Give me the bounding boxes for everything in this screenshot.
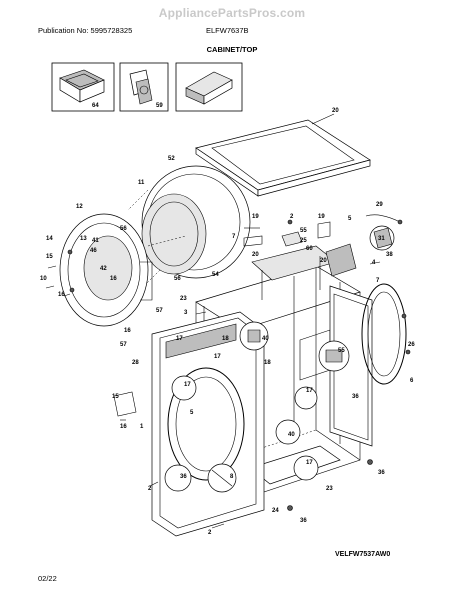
callout-23a: 23	[180, 296, 187, 302]
callout-56: 57	[156, 308, 163, 314]
callout-54: 56	[174, 276, 181, 282]
callout-16b: 16	[58, 292, 65, 298]
callout-24: 20	[332, 108, 339, 114]
callout-36a: 36	[180, 474, 187, 480]
callout-12: 12	[76, 204, 83, 210]
callout-18: 17	[214, 354, 221, 360]
callout-38a: 40	[262, 336, 269, 342]
drawing-code: VELFW7537AW0	[335, 551, 391, 558]
callout-25: 24	[272, 508, 279, 514]
callout-36d: 36	[352, 394, 359, 400]
callout-20: 18	[264, 360, 271, 366]
callout-6: 5	[190, 410, 194, 416]
callout-17c: 17	[306, 388, 313, 394]
callout-41: 42	[100, 266, 107, 272]
callout-42: 46	[90, 248, 97, 254]
callout-1: 1	[140, 424, 144, 430]
callout-11: 11	[138, 180, 145, 186]
callout-17b: 17	[184, 382, 191, 388]
callout-15a: 15	[46, 254, 53, 260]
callout-28: 26	[408, 342, 415, 348]
callout-51: 55	[338, 348, 345, 354]
callout-2a: 2	[290, 214, 294, 220]
callout-16a: 16	[110, 276, 117, 282]
callout-16c: 16	[124, 328, 131, 334]
door-assembly	[59, 213, 187, 327]
callout-37: 38	[386, 252, 393, 258]
callout-13: 13	[80, 236, 87, 242]
callout-10: 10	[40, 276, 47, 282]
callout-17d: 17	[306, 460, 313, 466]
callout-32: 31	[378, 236, 385, 242]
callout-50: 54	[212, 272, 219, 278]
watermark: AppliancePartsPros.com	[158, 6, 306, 20]
callout-36b: 36	[378, 470, 385, 476]
publication-number: Publication No: 5995728325	[38, 26, 133, 35]
callout-40: 41	[92, 238, 99, 244]
inset-box-61	[51, 62, 115, 112]
callout-26: 25	[300, 238, 307, 244]
callout-2b: 2	[148, 486, 152, 492]
callout-31: 29	[376, 202, 383, 208]
callout-22: 20	[252, 252, 259, 258]
callout-21: 19	[252, 214, 259, 220]
top-panel	[195, 113, 371, 197]
callout-7: 6	[410, 378, 414, 384]
callout-52: 55	[300, 228, 307, 234]
callout-48: 52	[168, 156, 175, 162]
callout-19: 18	[222, 336, 229, 342]
callout-8: 7	[232, 234, 236, 240]
callout-57: 57	[120, 342, 127, 348]
callout-29: 28	[132, 360, 139, 366]
upper-parts	[243, 221, 357, 277]
model-number: ELFW7637B	[206, 26, 249, 35]
detail-circles	[164, 321, 350, 493]
callout-22b: 20	[320, 258, 327, 264]
callout-61: 64	[92, 103, 99, 109]
drum-tub	[127, 165, 251, 291]
hardware-screws	[45, 219, 381, 529]
callout-2c: 2	[208, 530, 212, 536]
callout-59: 59	[156, 103, 163, 109]
section-title: CABINET/TOP	[206, 45, 258, 54]
callout-16d: 16	[120, 424, 127, 430]
gasket-ring	[361, 283, 411, 385]
callout-14: 14	[46, 236, 53, 242]
callout-15b: 15	[112, 394, 119, 400]
callout-5: 5	[348, 216, 352, 222]
callout-8b: 7	[376, 278, 380, 284]
callout-8a: 8	[230, 474, 234, 480]
callout-labels: 64 59 20 52 11 12 19 2 19 29 56 14 13 41…	[40, 103, 415, 536]
footer-date: 02/22	[38, 574, 57, 583]
inset-box-64	[175, 62, 243, 112]
callout-60: 60	[306, 246, 313, 252]
callout-17a: 17	[176, 336, 183, 342]
side-panel	[329, 285, 373, 447]
control-board	[365, 214, 403, 251]
callout-55: 56	[120, 226, 127, 232]
inset-box-59	[119, 62, 169, 112]
callout-23b: 23	[326, 486, 333, 492]
callout-38b: 40	[288, 432, 295, 438]
callout-21b: 19	[318, 214, 325, 220]
callout-36c: 36	[300, 518, 307, 524]
callout-3: 3	[184, 310, 188, 316]
callout-4: 4	[372, 260, 376, 266]
